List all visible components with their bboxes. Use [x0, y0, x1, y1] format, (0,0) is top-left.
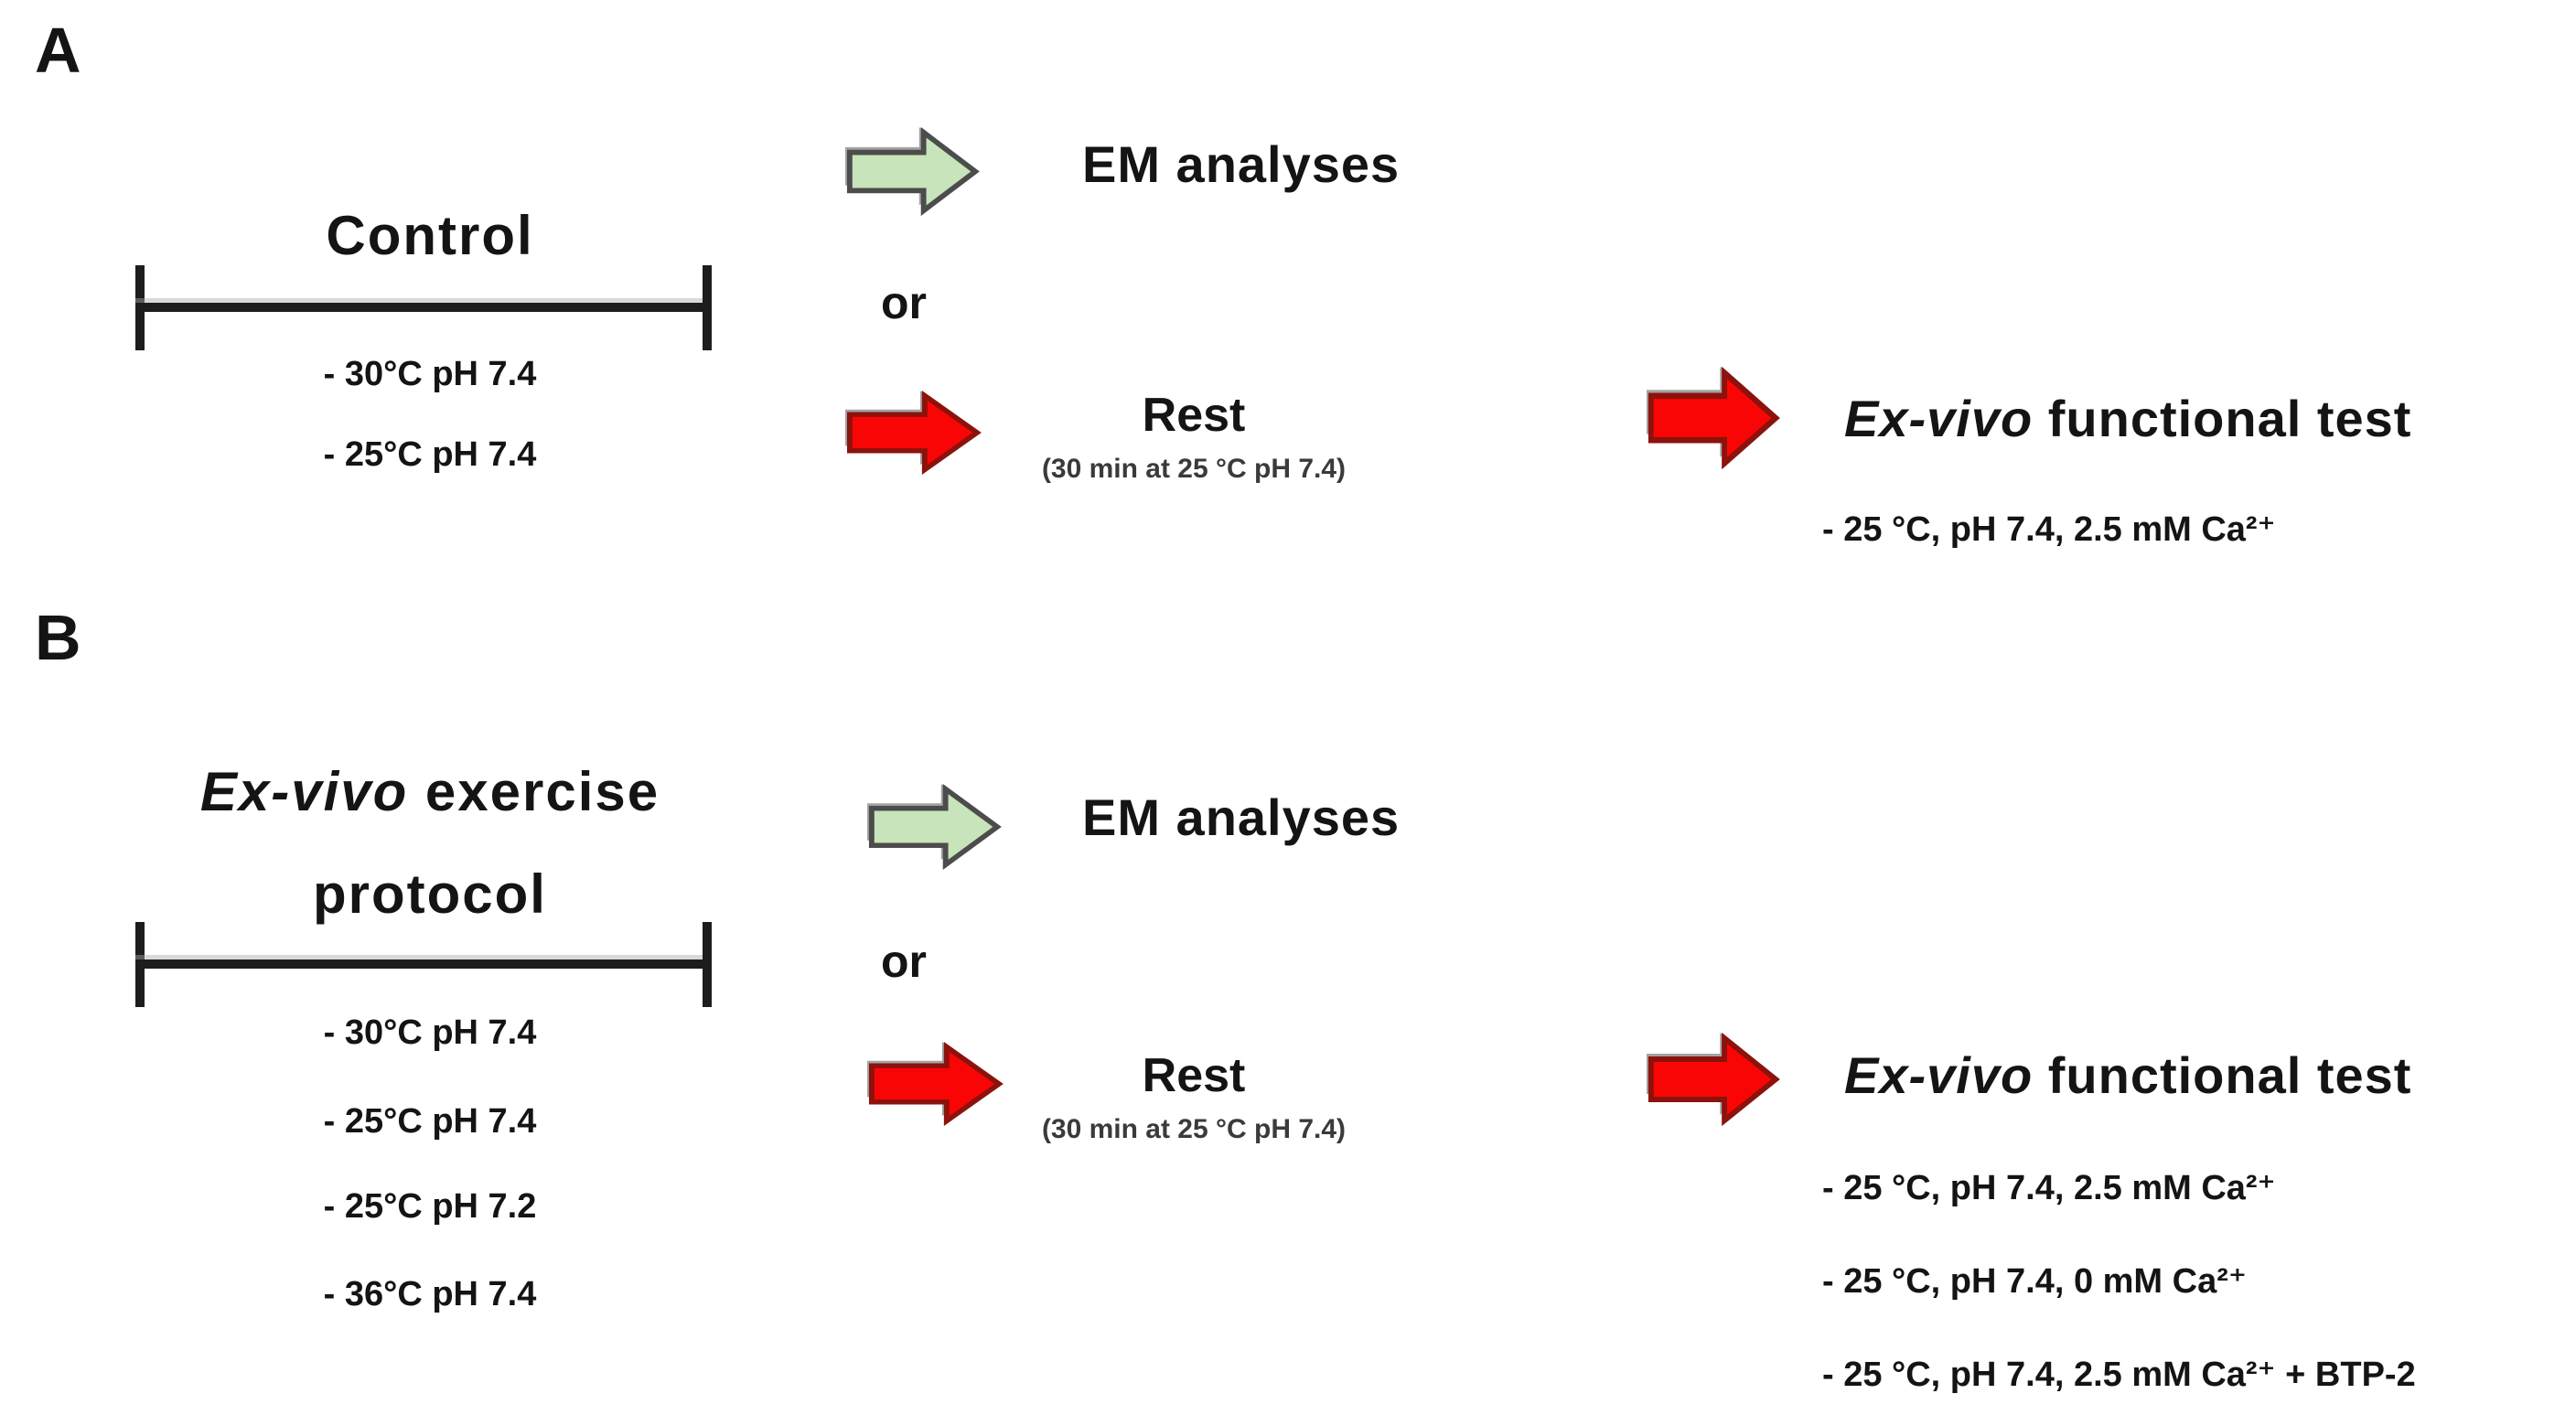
exercise-timeline-title-line1: Ex-vivo exercise [101, 765, 759, 820]
timeline-condition: - 36°C pH 7.4 [323, 1275, 537, 1313]
timeline-condition: - 25°C pH 7.4 [323, 435, 537, 474]
functional-test-arrow-icon [1647, 366, 1780, 470]
or-label: or [881, 936, 927, 987]
functional-test-condition: - 25 °C, pH 7.4, 2.5 mM Ca²⁺ + BTP-2 [1822, 1356, 2416, 1394]
exercise-timeline-bar [135, 922, 712, 1007]
timeline-condition: - 30°C pH 7.4 [323, 1013, 537, 1052]
control-timeline-title: Control [326, 205, 534, 266]
functional-test-title-rest: functional test [2033, 1046, 2412, 1104]
rest-subtitle: (30 min at 25 °C pH 7.4) [1041, 454, 1347, 484]
rest-block: Rest (30 min at 25 °C pH 7.4) [1006, 391, 1381, 484]
rest-arrow-icon [867, 1041, 1004, 1127]
timeline-line [135, 303, 712, 312]
em-analyses-label: EM analyses [1082, 135, 1401, 193]
functional-test-title-rest: functional test [2033, 390, 2412, 447]
timeline-condition: - 25°C pH 7.4 [323, 1102, 537, 1141]
panel-b-label: B [35, 602, 81, 673]
timeline-right-cap [703, 922, 712, 1007]
panel-a-label: A [35, 15, 81, 86]
rest-title: Rest [1142, 389, 1246, 442]
functional-test-condition: - 25 °C, pH 7.4, 0 mM Ca²⁺ [1822, 1262, 2247, 1301]
timeline-right-cap [703, 265, 712, 350]
timeline-line [135, 959, 712, 969]
exercise-timeline-title-line2: protocol [313, 863, 547, 925]
or-label: or [881, 277, 927, 328]
em-analyses-arrow-icon [867, 783, 1002, 871]
exercise-title-italic: Ex-vivo [199, 761, 409, 822]
functional-test-title-italic: Ex-vivo [1844, 390, 2034, 447]
rest-block: Rest (30 min at 25 °C pH 7.4) [1006, 1052, 1381, 1144]
functional-test-arrow-icon [1647, 1032, 1780, 1127]
control-timeline-bar [135, 265, 712, 350]
functional-test-condition: - 25 °C, pH 7.4, 2.5 mM Ca²⁺ [1822, 510, 2276, 549]
em-analyses-label: EM analyses [1082, 788, 1401, 846]
functional-test-title: Ex-vivo functional test [1844, 393, 2411, 445]
functional-test-condition: - 25 °C, pH 7.4, 2.5 mM Ca²⁺ [1822, 1169, 2276, 1207]
exercise-title-rest: exercise [408, 761, 660, 822]
rest-title: Rest [1142, 1049, 1246, 1102]
functional-test-title-italic: Ex-vivo [1844, 1046, 2034, 1104]
rest-subtitle: (30 min at 25 °C pH 7.4) [1041, 1114, 1347, 1144]
rest-arrow-icon [845, 390, 982, 476]
timeline-condition: - 25°C pH 7.2 [323, 1187, 537, 1226]
timeline-condition: - 30°C pH 7.4 [323, 355, 537, 393]
em-analyses-arrow-icon [845, 126, 980, 217]
functional-test-title: Ex-vivo functional test [1844, 1050, 2411, 1101]
